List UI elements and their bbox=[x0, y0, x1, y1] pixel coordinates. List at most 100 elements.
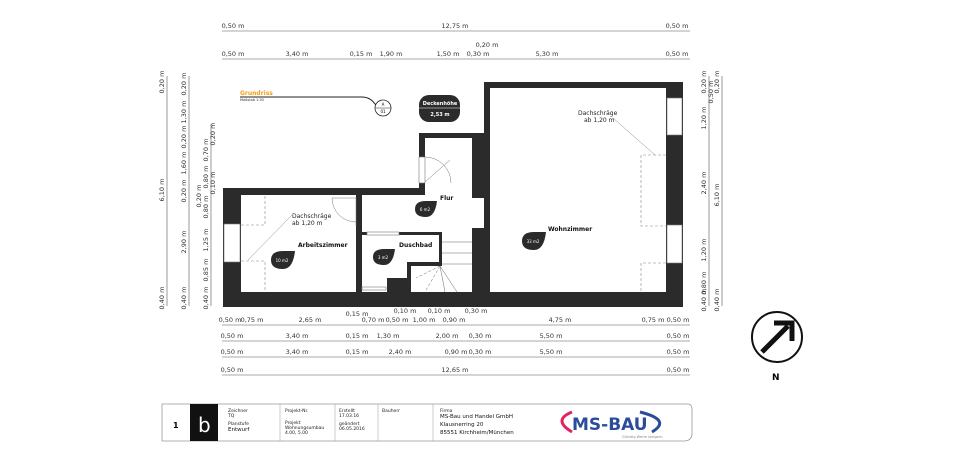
dimension-label: 0,70 m bbox=[202, 139, 210, 162]
title-underline bbox=[240, 96, 379, 108]
company-label: Firma bbox=[440, 408, 453, 414]
dimension-label: 12,75 m bbox=[441, 22, 468, 30]
north-arrow-icon: N bbox=[751, 311, 803, 383]
dimension-label: 0,50 m bbox=[222, 50, 245, 58]
title-block: 1 b Zeichner TQ Planstufe Entwurf Projek… bbox=[161, 403, 693, 442]
dimension-label: 0,50 m bbox=[666, 50, 689, 58]
dimension-label: 1,50 m bbox=[437, 50, 460, 58]
room-area: 10 m2 bbox=[276, 258, 289, 263]
slope-note: Dachschräge bbox=[578, 110, 618, 117]
dimension-label: 0,50 m bbox=[386, 316, 409, 324]
dimension-label: 0,50 m bbox=[221, 332, 244, 340]
drawer-label: Zeichner bbox=[228, 408, 248, 414]
dimension-label: 1,20 m bbox=[700, 107, 708, 130]
dimension-label: 5,30 m bbox=[536, 50, 559, 58]
room-name: Arbeitszimmer bbox=[298, 242, 348, 249]
room-name: Duschbad bbox=[399, 242, 432, 249]
company-street: Klausnerring 20 bbox=[440, 422, 484, 428]
dimension-label: 0,50 m bbox=[222, 22, 245, 30]
dimension-lines bbox=[166, 30, 723, 376]
dimension-label: 0,20 m bbox=[195, 185, 203, 208]
dimension-label: 2,00 m bbox=[436, 332, 459, 340]
project-value: Wohnungsumbau bbox=[285, 425, 324, 431]
dimension-label: 0,75 m bbox=[642, 316, 665, 324]
logo-slogan: Günstig Werte steigern. bbox=[622, 435, 664, 439]
bath-stair-walls bbox=[356, 195, 484, 292]
dimension-label: 3,40 m bbox=[286, 50, 309, 58]
ceiling-value: 2,53 m bbox=[430, 112, 449, 118]
dimension-label: 6,10 m bbox=[713, 184, 721, 207]
dimension-label: 0,40 m bbox=[202, 287, 210, 310]
section-marker: A 01 bbox=[374, 99, 392, 117]
dimension-label: 0,20 m bbox=[209, 123, 217, 146]
plan-title: Grundriss bbox=[240, 90, 273, 97]
dimension-label: 0,15 m bbox=[350, 50, 373, 58]
dimension-label: 0,50 m bbox=[666, 22, 689, 30]
room-arbeitszimmer: 10 m2 Arbeitszimmer bbox=[271, 242, 348, 269]
dimension-label: 0,80 m bbox=[700, 272, 708, 295]
room-area: 3 m2 bbox=[378, 255, 389, 260]
section-letter: A bbox=[382, 102, 385, 107]
slope-leaders bbox=[247, 117, 656, 261]
stage-label: Planstufe bbox=[228, 421, 249, 427]
dimension-label: 1,20 m bbox=[700, 239, 708, 262]
dimension-label: 3,40 m bbox=[286, 348, 309, 356]
room-name: Flur bbox=[440, 195, 453, 202]
doors bbox=[331, 156, 452, 226]
project-no-label: Projekt-Nr. bbox=[285, 408, 308, 414]
dimension-label: 1,30 m bbox=[180, 101, 188, 124]
dimension-label: 5,50 m bbox=[540, 348, 563, 356]
dimension-label: 12,65 m bbox=[441, 366, 468, 374]
changed-label: geändert bbox=[339, 421, 360, 427]
dimension-label: 0,30 m bbox=[467, 50, 490, 58]
dimension-label: 0,30 m bbox=[469, 332, 492, 340]
dimension-label: 0,50 m bbox=[667, 316, 690, 324]
dimension-label: 0,85 m bbox=[202, 259, 210, 282]
dimension-label: 0,50 m bbox=[221, 366, 244, 374]
company-city: 85551 Kirchheim/München bbox=[440, 430, 514, 436]
created-label: Erstellt bbox=[339, 408, 355, 414]
dimension-label: 0,50 m bbox=[221, 348, 244, 356]
dimension-label: 0,90 m bbox=[443, 316, 466, 324]
dimension-label: 0,30 m bbox=[469, 348, 492, 356]
dimension-label: 0,20 m bbox=[180, 180, 188, 203]
dimension-label: 2,40 m bbox=[389, 348, 412, 356]
dimension-labels: 0,50 m 12,75 m 0,50 m 0,50 m 3,40 m 0,15 m 1,9… bbox=[158, 22, 721, 374]
dimension-label: 0,20 m bbox=[180, 126, 188, 149]
dimension-label: 1,60 m bbox=[180, 152, 188, 175]
revision-letter: b bbox=[198, 413, 211, 437]
walls bbox=[223, 82, 683, 307]
dimension-label: 0,50 m bbox=[707, 81, 715, 104]
dimension-label: 0,80 m bbox=[202, 166, 210, 189]
logo-text: MS-BAU bbox=[572, 415, 648, 435]
room-area: 33 m2 bbox=[527, 239, 540, 244]
company-logo: MS-BAU Günstig Werte steigern. bbox=[560, 410, 664, 439]
stage-value: Entwurf bbox=[228, 427, 250, 433]
created-value: 17.03.16 bbox=[339, 413, 359, 419]
dimension-label: 0,20 m bbox=[700, 71, 708, 94]
dimension-label: 0,90 m bbox=[445, 348, 468, 356]
dimension-label: 1,30 m bbox=[377, 332, 400, 340]
room-area: 6 m2 bbox=[420, 207, 431, 212]
north-label: N bbox=[772, 373, 780, 383]
dimension-label: 0,50 m bbox=[219, 316, 242, 324]
dimension-label: 0,80 m bbox=[202, 196, 210, 219]
client-label: Bauherr bbox=[382, 408, 400, 414]
project-detail: 4.00, 5.00 bbox=[285, 430, 308, 436]
room-flur: 6 m2 Flur bbox=[415, 195, 453, 217]
dimension-label: 4,75 m bbox=[549, 316, 572, 324]
slope-note: ab 1,20 m bbox=[584, 117, 615, 124]
dimension-label: 0,40 m bbox=[713, 289, 721, 312]
dimension-label: 0,10 m bbox=[428, 307, 451, 315]
dimension-label: 1,90 m bbox=[380, 50, 403, 58]
dimension-label: 1,25 m bbox=[202, 229, 210, 252]
dimension-label: 0,40 m bbox=[180, 287, 188, 310]
company-name: MS-Bau und Handel GmbH bbox=[440, 414, 513, 420]
dimension-label: 0,40 m bbox=[700, 289, 708, 312]
dimension-label: 0,75 m bbox=[241, 316, 264, 324]
section-number: 01 bbox=[380, 109, 386, 114]
dimension-label: 0,15 m bbox=[346, 310, 369, 318]
dimension-label: 0,10 m bbox=[209, 172, 217, 195]
dimension-label: 0,20 m bbox=[180, 73, 188, 96]
